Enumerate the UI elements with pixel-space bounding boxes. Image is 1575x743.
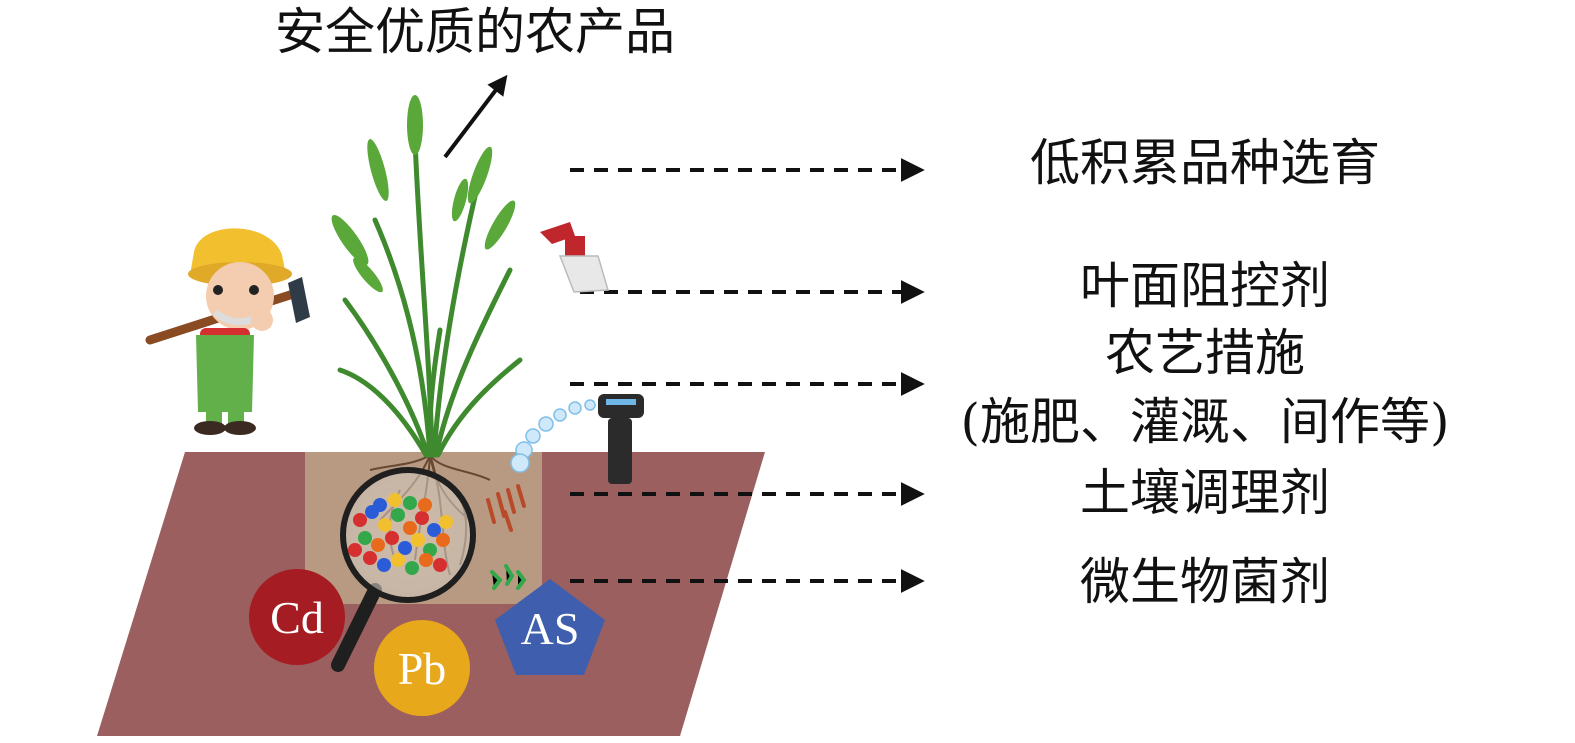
soil-particle [415,511,429,525]
output-arrow [443,74,508,159]
measure-label-soil: 土壤调理剂 [1080,464,1330,522]
soil-particle [403,496,417,510]
soil-particle [353,513,367,527]
measure-label-foliar: 叶面阻控剂 [1080,257,1330,315]
soil-particle [363,551,377,565]
microbe-icon [490,564,527,590]
measure-label-microbe: 微生物菌剂 [1080,553,1330,611]
magnifier-icon [331,467,476,672]
soil-particle [385,531,399,545]
metal-cd-label: Cd [270,592,324,643]
measure-label-agronomic: 农艺措施 [1105,324,1305,382]
soil-particle [398,541,412,555]
soil-particle [377,558,391,572]
soil-particle [403,521,417,535]
soil-particle [378,518,392,532]
measure-sublabel-agronomic: (施肥、灌溉、间作等) [960,393,1450,451]
metal-cd-badge: Cd [249,569,345,665]
soil-particle [391,508,405,522]
soil-particle [348,543,362,557]
measure-label-breeding: 低积累品种选育 [1030,134,1380,192]
metal-as-badge: AS [495,579,605,675]
spray-bottle-icon [540,222,609,293]
soil-particle [411,533,425,547]
soil-particle [436,533,450,547]
soil-particle [419,553,433,567]
soil-particle [439,515,453,529]
farmer-icon [145,228,310,435]
soil-particle [405,561,419,575]
metal-as-label: AS [521,603,580,654]
soil-particle [418,498,432,512]
metal-pb-badge: Pb [374,620,470,716]
soil-particle [358,531,372,545]
sprinkler-icon [510,394,644,484]
rice-plant-icon [331,95,523,458]
soil-particle [427,523,441,537]
soil-particle [388,493,402,507]
soil-particle [371,538,385,552]
soil-particle [373,498,387,512]
metal-pb-label: Pb [398,643,447,694]
bacteria-icon [486,484,526,532]
soil-particle [391,553,405,567]
soil-particle [433,558,447,572]
top-label: 安全优质的农产品 [275,3,675,61]
